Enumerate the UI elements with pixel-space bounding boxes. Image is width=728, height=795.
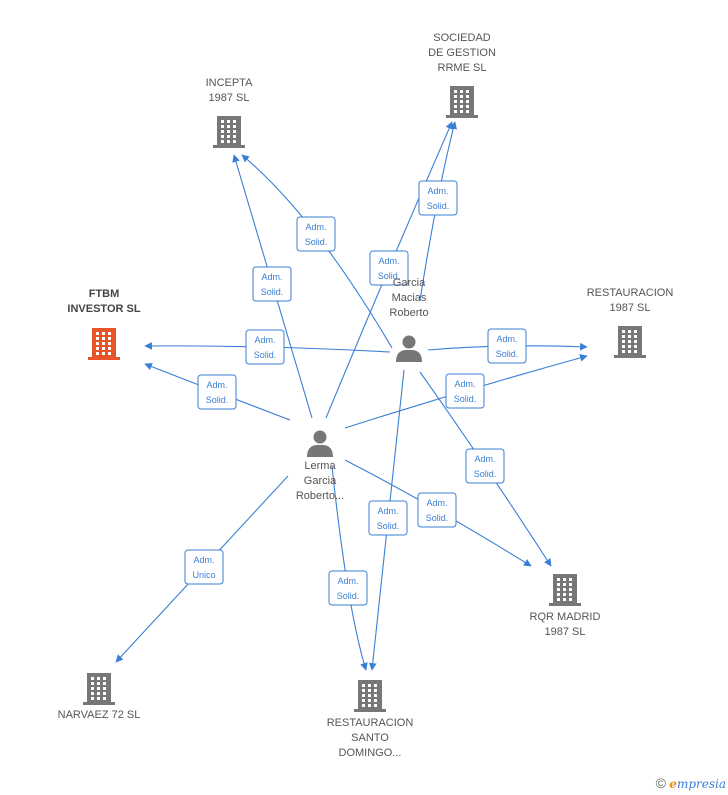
role-label-box bbox=[369, 250, 409, 286]
role-label-text: Solid. bbox=[474, 469, 497, 479]
company-node-sociedad[interactable]: SOCIEDAD DE GESTION RRME SL bbox=[428, 32, 496, 118]
node-label: 1987 SL bbox=[209, 92, 250, 104]
building-icon bbox=[614, 326, 646, 358]
node-label: Lerma bbox=[304, 460, 336, 472]
role-label-text: Solid. bbox=[378, 271, 401, 281]
role-label-lerma-narvaez[interactable]: Adm. Unico bbox=[184, 549, 224, 585]
role-label-text: Adm. bbox=[474, 454, 495, 464]
network-diagram: Adm. Solid. Adm. Solid. Adm. Solid. Adm. Solid.… bbox=[58, 32, 674, 759]
role-label-text: Solid. bbox=[337, 591, 360, 601]
role-label-garcia-rqr[interactable]: Adm. Solid. bbox=[465, 448, 505, 484]
building-icon bbox=[88, 328, 120, 360]
role-label-text: Solid. bbox=[427, 201, 450, 211]
role-label-box bbox=[418, 180, 458, 216]
role-labels-layer: Adm. Solid. Adm. Solid. Adm. Solid. Adm. Solid.… bbox=[184, 180, 527, 606]
role-label-text: Solid. bbox=[254, 350, 277, 360]
role-label-text: Adm. bbox=[337, 576, 358, 586]
role-label-text: Adm. bbox=[496, 334, 517, 344]
node-label: Macias bbox=[392, 292, 427, 304]
role-label-lerma-ftbm[interactable]: Adm. Solid. bbox=[197, 374, 237, 410]
company-node-santodomingo[interactable]: RESTAURACION SANTO DOMINGO... bbox=[327, 680, 414, 759]
role-label-box bbox=[445, 373, 485, 409]
role-label-text: Solid. bbox=[206, 395, 229, 405]
role-label-text: Adm. bbox=[193, 555, 214, 565]
role-label-text: Adm. bbox=[261, 272, 282, 282]
company-node-rqr[interactable]: RQR MADRID 1987 SL bbox=[530, 574, 601, 638]
node-label: Roberto... bbox=[296, 490, 344, 502]
role-label-text: Adm. bbox=[254, 335, 275, 345]
role-label-text: Solid. bbox=[377, 521, 400, 531]
brand-initial: e bbox=[669, 777, 677, 791]
node-label: Roberto bbox=[389, 307, 428, 319]
role-label-box bbox=[417, 492, 457, 528]
role-label-text: Unico bbox=[192, 570, 215, 580]
role-label-box bbox=[368, 500, 408, 536]
node-label: DOMINGO... bbox=[339, 747, 402, 759]
node-label: NARVAEZ 72 SL bbox=[58, 709, 141, 721]
node-label: SANTO bbox=[351, 732, 389, 744]
role-label-garcia-incepta[interactable]: Adm. Solid. bbox=[296, 216, 336, 252]
role-label-text: Solid. bbox=[261, 287, 284, 297]
role-label-text: Solid. bbox=[454, 394, 477, 404]
node-label: 1987 SL bbox=[545, 626, 586, 638]
nodes-layer: INCEPTA 1987 SL SOCIEDAD DE GESTION RRME SL F… bbox=[58, 32, 674, 759]
role-label-box bbox=[184, 549, 224, 585]
copyright-symbol: © bbox=[655, 775, 666, 791]
role-label-text: Adm. bbox=[426, 498, 447, 508]
person-icon bbox=[396, 335, 422, 362]
company-node-incepta[interactable]: INCEPTA 1987 SL bbox=[206, 77, 254, 148]
building-icon bbox=[354, 680, 386, 712]
role-label-box bbox=[487, 328, 527, 364]
node-label: DE GESTION bbox=[428, 47, 496, 59]
role-label-lerma-incepta[interactable]: Adm. Solid. bbox=[252, 266, 292, 302]
node-label: INVESTOR SL bbox=[67, 303, 140, 315]
footer-brand: © empresia bbox=[656, 775, 726, 791]
role-label-text: Adm. bbox=[454, 379, 475, 389]
role-label-lerma-sociedad[interactable]: Adm. Solid. bbox=[369, 250, 409, 286]
node-label: Garcia bbox=[304, 475, 337, 487]
node-label: RESTAURACION bbox=[327, 717, 414, 729]
person-icon bbox=[307, 430, 333, 457]
brand-name: mpresia bbox=[676, 777, 726, 791]
role-label-lerma-santodomingo[interactable]: Adm. Solid. bbox=[328, 570, 368, 606]
role-label-box bbox=[252, 266, 292, 302]
node-label: FTBM bbox=[89, 288, 120, 300]
role-label-box bbox=[197, 374, 237, 410]
building-icon bbox=[213, 116, 245, 148]
role-label-box bbox=[328, 570, 368, 606]
role-label-text: Adm. bbox=[427, 186, 448, 196]
role-label-box bbox=[245, 329, 285, 365]
role-label-box bbox=[296, 216, 336, 252]
company-node-ftbm[interactable]: FTBM INVESTOR SL bbox=[67, 288, 141, 360]
building-icon bbox=[446, 86, 478, 118]
node-label: INCEPTA bbox=[206, 77, 254, 89]
role-label-text: Solid. bbox=[496, 349, 519, 359]
role-label-text: Solid. bbox=[305, 237, 328, 247]
company-node-narvaez[interactable]: NARVAEZ 72 SL bbox=[58, 673, 141, 721]
role-label-garcia-restauracion1987[interactable]: Adm. Solid. bbox=[487, 328, 527, 364]
node-label: 1987 SL bbox=[610, 302, 651, 314]
role-label-text: Adm. bbox=[378, 256, 399, 266]
building-icon bbox=[549, 574, 581, 606]
person-node-lerma[interactable]: LermaGarciaRoberto... bbox=[296, 430, 344, 503]
role-label-text: Adm. bbox=[206, 380, 227, 390]
role-label-lerma-restauracion1987[interactable]: Adm. Solid. bbox=[445, 373, 485, 409]
role-label-garcia-santodomingo[interactable]: Adm. Solid. bbox=[368, 500, 408, 536]
node-label: RESTAURACION bbox=[587, 287, 674, 299]
role-label-text: Solid. bbox=[426, 513, 449, 523]
node-label: RRME SL bbox=[438, 62, 487, 74]
role-label-box bbox=[465, 448, 505, 484]
role-label-garcia-sociedad[interactable]: Adm. Solid. bbox=[418, 180, 458, 216]
role-label-lerma-rqr[interactable]: Adm. Solid. bbox=[417, 492, 457, 528]
node-label: SOCIEDAD bbox=[433, 32, 491, 44]
node-label: RQR MADRID bbox=[530, 611, 601, 623]
building-icon bbox=[83, 673, 115, 705]
node-label: Garcia bbox=[393, 277, 426, 289]
role-label-text: Adm. bbox=[377, 506, 398, 516]
role-label-garcia-ftbm[interactable]: Adm. Solid. bbox=[245, 329, 285, 365]
company-node-restauracion1987[interactable]: RESTAURACION 1987 SL bbox=[587, 287, 674, 358]
role-label-text: Adm. bbox=[305, 222, 326, 232]
